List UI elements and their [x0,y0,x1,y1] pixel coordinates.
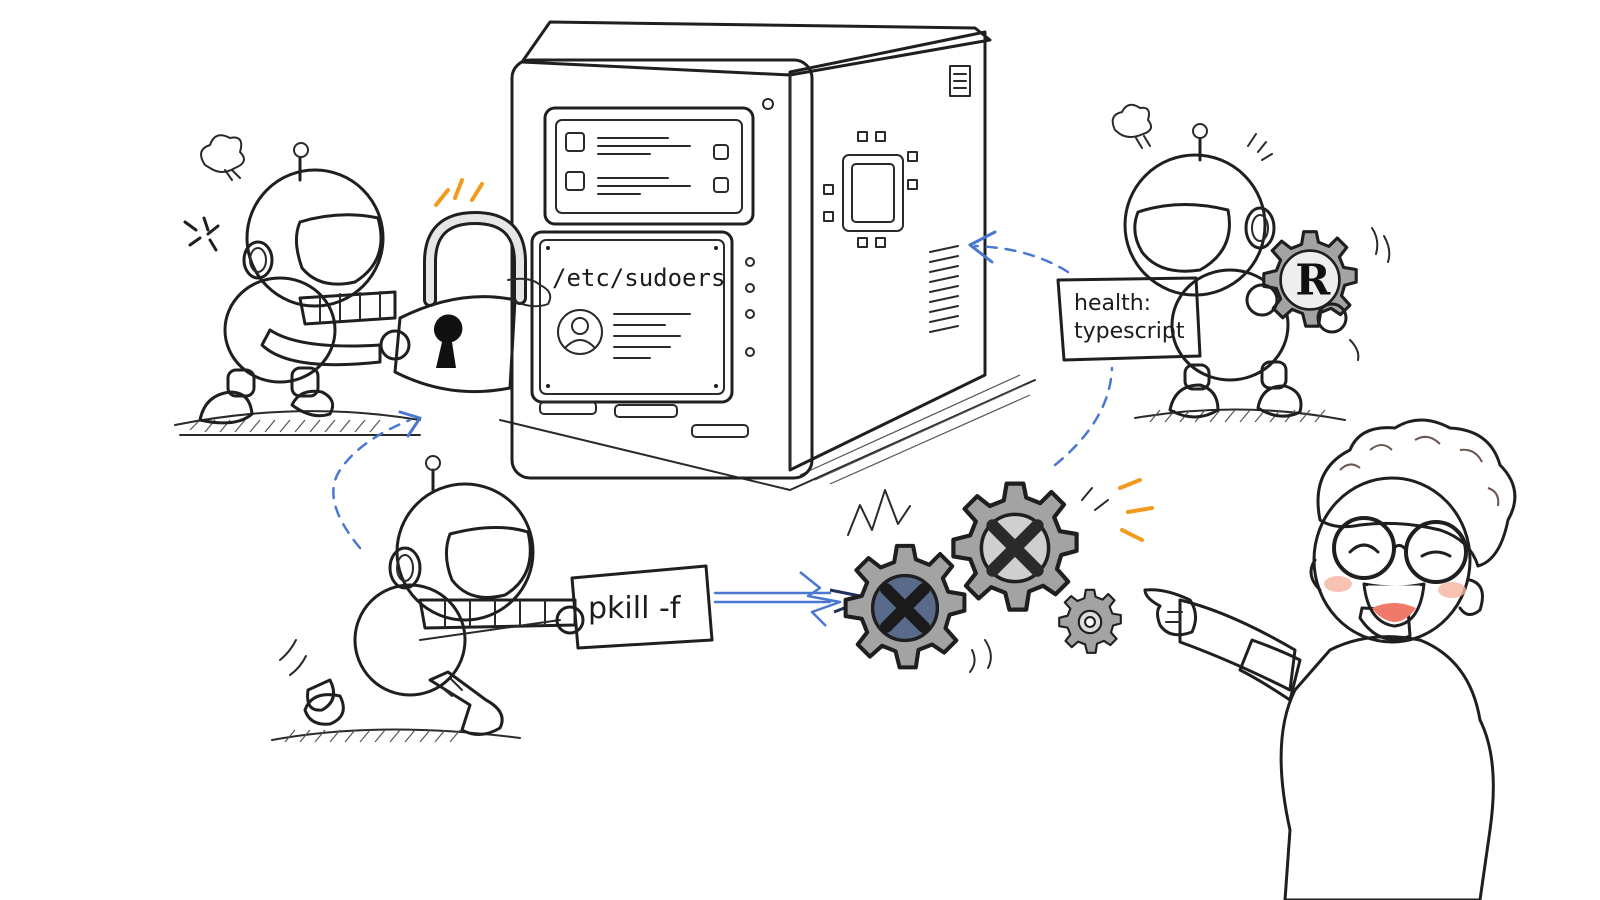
power-light [762,98,774,110]
cpu-chip-icon [823,131,918,248]
indicator-lights [745,257,755,357]
gear-icon [1058,588,1122,654]
arrow-to-server [968,230,1114,467]
server-cabinet: /etc/sudoers [499,20,1036,491]
health-card: health: typescript [1056,276,1202,362]
robot-pkill-runner [271,455,577,743]
steam-puff-icon [200,134,245,181]
padlock-icon [393,178,552,394]
broken-gears-cluster [846,478,1154,673]
arrow-to-lock [332,410,422,550]
server-top-face [520,20,992,77]
gear-icon [846,546,965,668]
side-vent-grille [929,65,971,333]
pkill-command-label: pkill -f [588,591,682,626]
gear-icon [953,484,1076,610]
gear-icon: R [1262,230,1358,328]
sudoers-path-label: /etc/sudoers [552,264,725,292]
gear-badge-letter: R [1295,256,1331,305]
cross-icon [986,519,1044,577]
pkill-command-card: pkill -f [555,564,714,650]
server-floor-shadow [499,374,1036,491]
robot-lock-holder [174,134,421,436]
health-label-line2: typescript [1074,319,1185,344]
steam-puff-icon [1111,103,1153,149]
bottom-vents [539,401,749,438]
server-front-face [510,58,814,480]
sudoers-panel: /etc/sudoers [530,230,734,404]
robot-health-holder: R [1111,103,1391,423]
upper-drawer-panel [543,106,755,226]
cross-icon [880,583,930,633]
smiling-developer [1143,418,1517,900]
anger-mark-icon [183,216,220,252]
avatar-icon [557,309,603,355]
health-label-line1: health: [1074,291,1151,316]
